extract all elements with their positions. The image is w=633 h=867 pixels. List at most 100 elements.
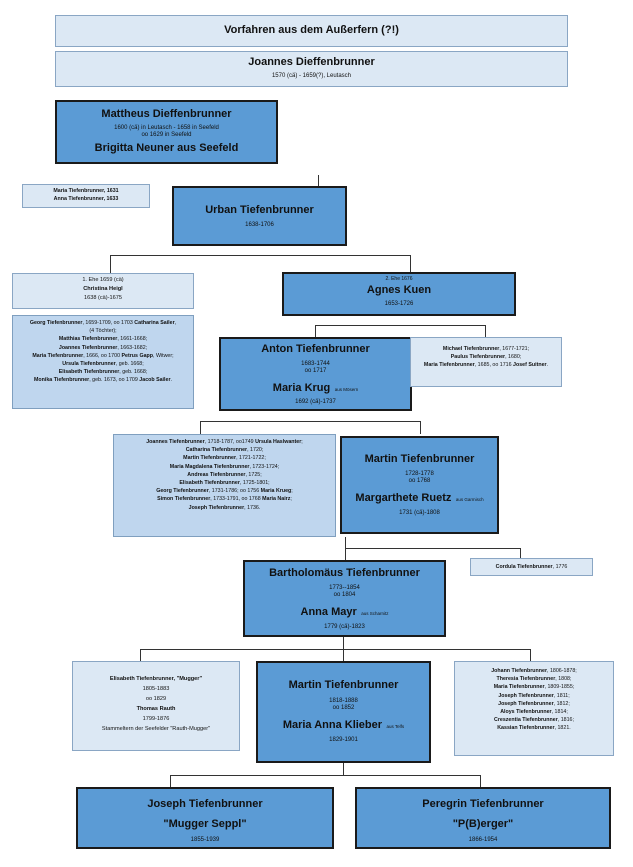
list-item: Aloys Tiefenbrunner, 1814;: [500, 709, 568, 716]
person-name: Joannes Dieffenbrunner: [248, 56, 375, 68]
list-item: Maria Tiefenbrunner, 1631: [53, 188, 119, 194]
spouse-origin: aus Garmisch: [455, 496, 484, 502]
person-dates: 1653-1726: [384, 301, 414, 307]
list-item: Joseph Tiefenbrunner, 1736.: [188, 504, 261, 511]
list-item: Kassian Tiefenbrunner, 1821.: [497, 725, 571, 732]
person-urban: Urban Tiefenbrunner 1638-1706: [172, 186, 347, 246]
list-item: Martin Tiefenbrunner, 1721-1722;: [183, 455, 266, 462]
person-dates: 1866-1954: [468, 836, 498, 843]
spouse-name: Maria Krug: [272, 381, 331, 394]
person-name: Anton Tiefenbrunner: [261, 343, 370, 355]
person-dates: 1638 (cä)-1675: [84, 294, 122, 301]
list-item: Catharina Tiefenbrunner, 1720;: [185, 447, 264, 454]
connector: [170, 775, 480, 776]
connector: [110, 255, 111, 273]
spouse-name: Thomas Rauth: [136, 705, 176, 712]
person-name: Martin Tiefenbrunner: [364, 453, 475, 465]
person-mattheus: Mattheus Dieffenbrunner 1600 (cä) in Leu…: [55, 100, 278, 164]
marriage-info: oo 1629 in Seefeld: [141, 132, 192, 139]
connector: [110, 255, 410, 256]
marriage-info: oo 1804: [333, 592, 356, 599]
marriage-info: 1. Ehe 1659 (cä): [82, 277, 124, 283]
list-item: Elisabeth Tiefenbrunner, geb. 1668;: [58, 369, 148, 376]
marriage-info: oo 1852: [332, 705, 355, 712]
spouse-name: Margarthete Ruetz: [355, 491, 452, 504]
connector: [315, 325, 485, 326]
spouse-origin: aus Mösern: [334, 386, 359, 392]
connector: [410, 255, 411, 272]
spouse-line: Maria Anna Klieber aus Telfs: [258, 714, 429, 734]
list-item: Monika Tiefenbrunner, geb. 1673, oo 1709…: [33, 377, 172, 384]
list-item: Michael Tiefenbrunner, 1677-1721;: [442, 346, 530, 352]
children-anton: Joannes Tiefenbrunner, 1718-1787, oo1749…: [113, 434, 336, 537]
list-item: (4 Töchter);: [89, 328, 117, 335]
connector: [520, 548, 521, 558]
children-mattheus: Maria Tiefenbrunner, 1631 Anna Tiefenbru…: [22, 184, 150, 208]
connector: [140, 649, 141, 661]
list-item: Ursula Tiefenbrunner, geb. 1668;: [62, 361, 144, 368]
marriage-info: oo 1768: [408, 478, 431, 485]
list-item: Maria Tiefenbrunner, 1685, oo 1716 Josef…: [423, 362, 549, 369]
person-bartholomaeus: Bartholomäus Tiefenbrunner 1773--1854 oo…: [243, 560, 446, 637]
person-agnes: 2. Ehe 1676 Agnes Kuen 1653-1726: [282, 272, 516, 316]
list-item: Joannes Tiefenbrunner, 1718-1787, oo1749…: [146, 439, 303, 445]
person-dates: 1773--1854: [329, 584, 360, 591]
person-cordula: Cordula Tiefenbrunner, 1776: [470, 558, 593, 576]
nickname: "Mugger Seppl": [163, 817, 247, 830]
person-name: Mattheus Dieffenbrunner: [101, 108, 232, 120]
person-christina: 1. Ehe 1659 (cä) Christina Heigl 1638 (c…: [12, 273, 194, 309]
connector: [170, 775, 171, 787]
person-dates: 1600 (cä) in Leutasch - 1658 in Seefeld: [114, 124, 219, 131]
list-item: Joseph Tiefenbrunner, 1812;: [498, 700, 570, 707]
spouse-dates: 1692 (cä)-1737: [295, 398, 336, 405]
person-peregrin: Peregrin Tiefenbrunner "P(B)erger" 1866-…: [355, 787, 611, 849]
nickname: "P(B)erger": [452, 817, 514, 830]
list-item: Georg Tiefenbrunner, 1731-1786; oo 1756 …: [156, 488, 293, 495]
list-item: Paulus Tiefenbrunner, 1680;: [450, 354, 522, 361]
person-dates: 1818-1888: [329, 697, 358, 704]
connector: [318, 175, 319, 187]
person-name: Martin Tiefenbrunner: [288, 679, 399, 691]
person-dates: 1683-1744: [301, 360, 330, 367]
list-item: Maria Magdalena Tiefenbrunner, 1723-1724…: [169, 463, 280, 470]
connector: [420, 421, 421, 434]
list-item: Joseph Tiefenbrunner, 1811;: [498, 692, 570, 699]
note: Stammeltern der Seefelder "Rauth-Mugger": [101, 725, 211, 732]
page-title: Vorfahren aus dem Außerfern (?!): [224, 24, 399, 36]
list-item: Anna Tiefenbrunner, 1633: [53, 196, 119, 203]
marriage-info: oo 1717: [304, 368, 327, 375]
connector: [530, 649, 531, 661]
page-title-box: Vorfahren aus dem Außerfern (?!): [55, 15, 568, 47]
spouse-name: Anna Mayr: [300, 605, 357, 618]
connector: [345, 548, 520, 549]
list-item: Theresia Tiefenbrunner, 1808;: [496, 676, 572, 683]
children-agnes: Michael Tiefenbrunner, 1677-1721; Paulus …: [410, 337, 562, 387]
person-name: Peregrin Tiefenbrunner: [422, 798, 544, 810]
spouse-name: Maria Anna Klieber: [282, 718, 383, 731]
person-joannes: Joannes Dieffenbrunner 1570 (cä) - 1659(…: [55, 51, 568, 87]
list-item: Elisabeth Tiefenbrunner, 1725-1801;: [179, 480, 270, 487]
person-name: Christina Heigl: [83, 285, 123, 292]
person-dates: 1805-1883: [142, 685, 170, 692]
list-item: Cordula Tiefenbrunner, 1776: [495, 564, 568, 570]
person-elisabeth: Elisabeth Tiefenbrunner, "Mugger" 1805-1…: [72, 661, 240, 751]
connector: [343, 763, 344, 775]
list-item: Simon Tiefenbrunner, 1733-1791, oo 1768 …: [157, 496, 292, 503]
person-name: Urban Tiefenbrunner: [205, 204, 314, 216]
spouse-dates: 1731 (cä)-1808: [399, 509, 440, 516]
person-martin-1818: Martin Tiefenbrunner 1818-1888 oo 1852 M…: [256, 661, 431, 763]
person-dates: 1728-1778: [405, 470, 434, 477]
list-item: Andreas Tiefenbrunner, 1725;: [187, 471, 262, 478]
person-joseph: Joseph Tiefenbrunner "Mugger Seppl" 1855…: [76, 787, 334, 849]
spouse-line: Margarthete Ruetz aus Garmisch: [342, 487, 497, 507]
connector: [315, 325, 316, 337]
person-dates: 1570 (cä) - 1659(?), Leutasch: [271, 72, 352, 79]
person-name: Bartholomäus Tiefenbrunner: [269, 567, 420, 579]
person-dates: 1638-1706: [245, 221, 274, 228]
spouse-dates: 1779 (cä)-1823: [324, 623, 365, 630]
person-name: Agnes Kuen: [366, 284, 432, 297]
spouse-dates: 1799-1876: [142, 715, 170, 722]
spouse-name: Brigitta Neuner aus Seefeld: [94, 141, 239, 154]
list-item: Matthias Tiefenbrunner, 1661-1668;: [58, 336, 148, 343]
connector: [200, 421, 420, 422]
